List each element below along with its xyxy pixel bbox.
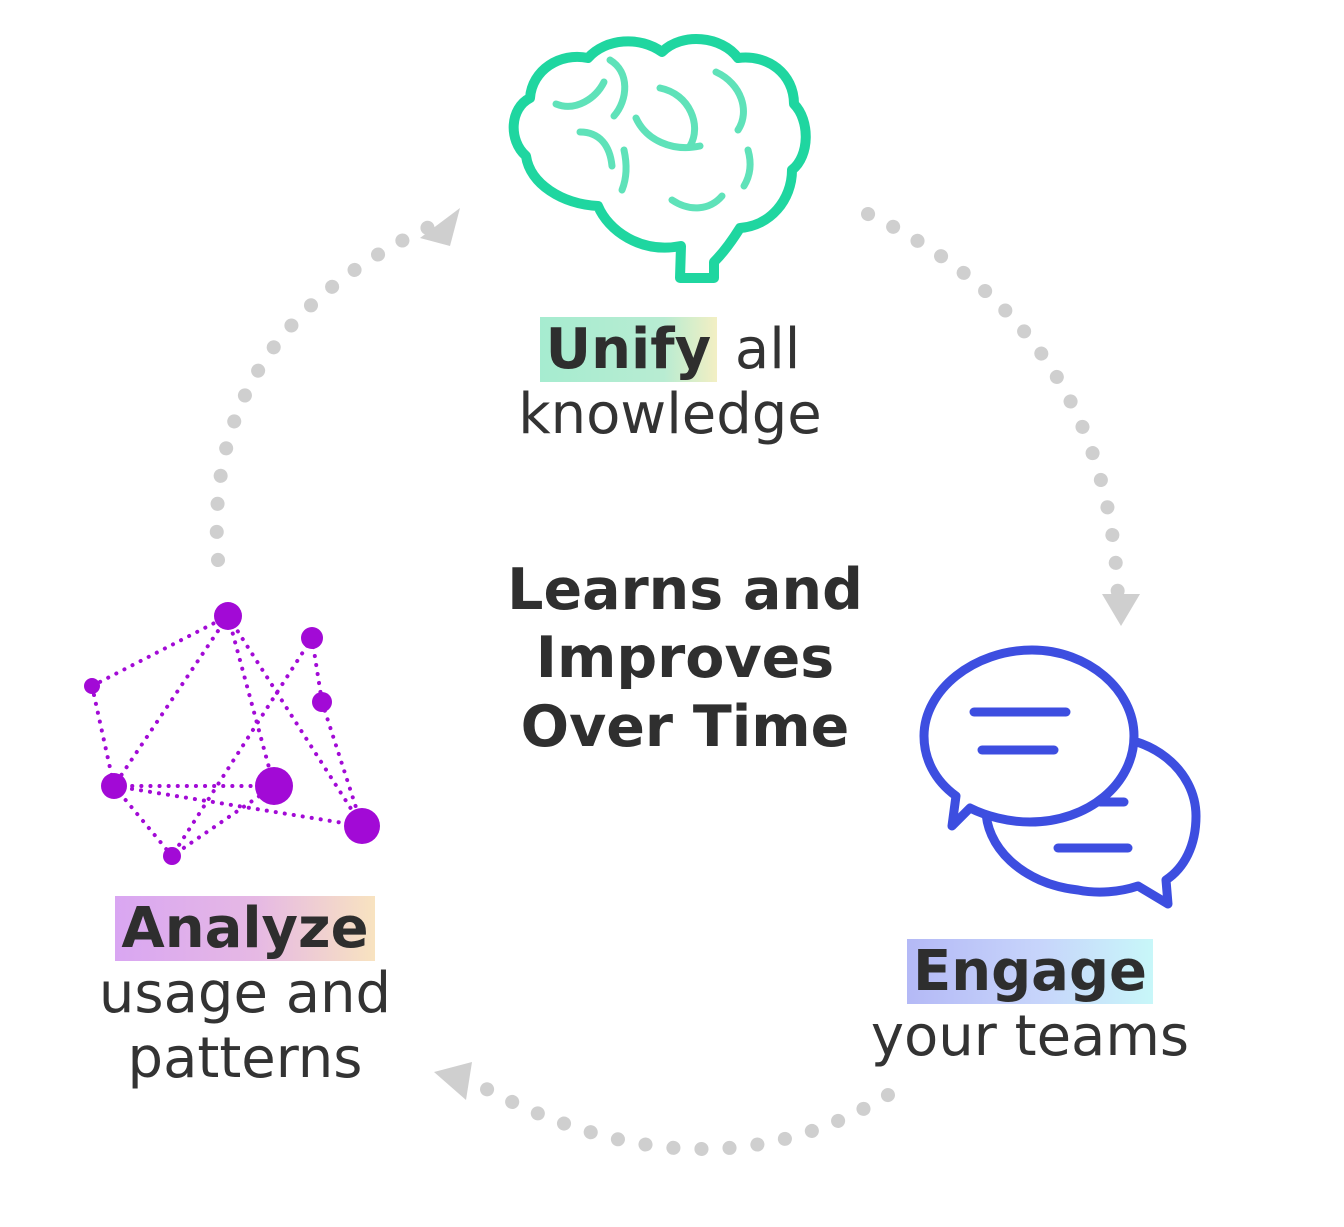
engage-line2: your teams <box>870 1003 1190 1069</box>
analyze-label: Analyze usage and patterns <box>40 896 450 1092</box>
graph-node <box>214 602 242 630</box>
unify-rest: all <box>734 317 801 382</box>
graph-node <box>101 773 127 799</box>
unify-line2: knowledge <box>518 381 822 447</box>
arrow-path-unify-to-engage <box>861 207 1125 607</box>
center-line2: Improves <box>535 625 835 692</box>
chat-bubbles-icon <box>919 645 1201 909</box>
unify-label: Unify all knowledge <box>440 317 900 448</box>
analyze-line3: patterns <box>127 1025 363 1091</box>
graph-node <box>163 847 181 865</box>
center-title: Learns and Improves Over Time <box>470 556 900 761</box>
graph-node <box>84 678 100 694</box>
graph-node <box>255 767 293 805</box>
engage-keyword: Engage <box>906 939 1154 1004</box>
arrowhead-left-icon <box>434 1062 472 1100</box>
graph-node <box>344 808 380 844</box>
network-graph-icon <box>84 602 380 865</box>
cycle-arrows <box>209 207 1125 1156</box>
unify-keyword: Unify <box>539 317 718 382</box>
analyze-line2: usage and <box>98 960 392 1026</box>
analyze-keyword: Analyze <box>115 896 375 961</box>
center-line1: Learns and <box>507 557 863 623</box>
engage-label: Engage your teams <box>820 939 1240 1070</box>
brain-icon <box>508 34 811 283</box>
arrow-path-analyze-to-unify <box>209 215 447 567</box>
graph-node <box>301 627 323 649</box>
center-line3: Over Time <box>520 693 850 760</box>
graph-node <box>312 692 332 712</box>
arrow-path-engage-to-analyze <box>463 1073 895 1156</box>
arrowhead-down-icon <box>1102 594 1140 626</box>
arrowhead-up-icon <box>420 208 460 246</box>
